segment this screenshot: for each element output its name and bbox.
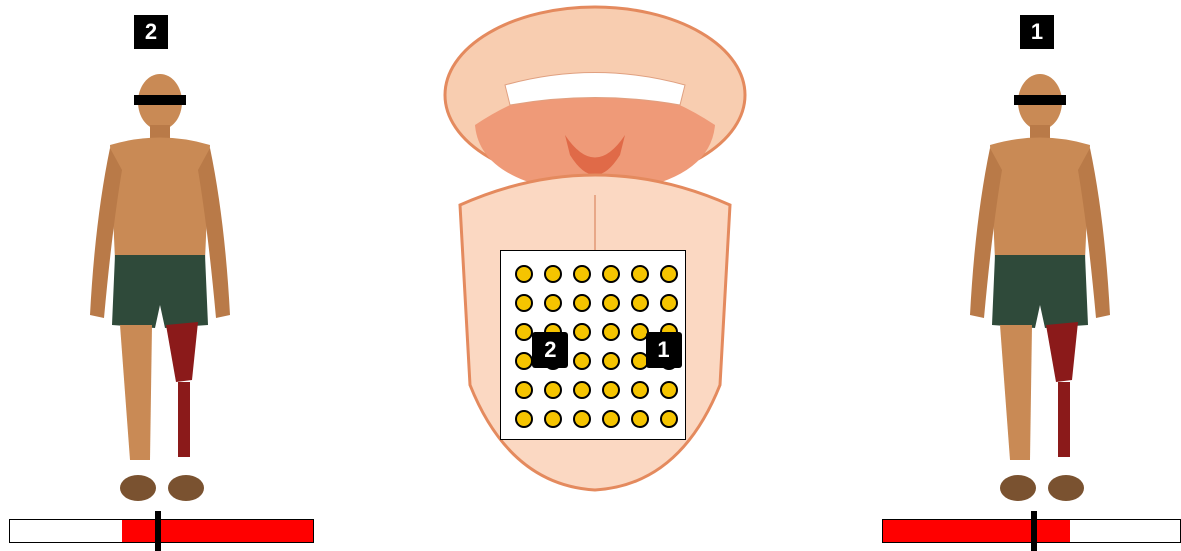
- electrode-dot: [544, 294, 562, 312]
- right-figure-illustration: [960, 70, 1120, 515]
- electrode-dot: [602, 294, 620, 312]
- electrode-dot: [573, 410, 591, 428]
- electrode-dot: [602, 265, 620, 283]
- electrode-dot: [660, 265, 678, 283]
- electrode-dot: [515, 352, 533, 370]
- electrode-dot: [515, 265, 533, 283]
- electrode-dot: [660, 294, 678, 312]
- right-level-fill: [883, 520, 1070, 542]
- electrode-dot: [544, 265, 562, 283]
- electrode-dot: [602, 410, 620, 428]
- electrode-dot: [544, 381, 562, 399]
- right-level-bar: [882, 519, 1181, 543]
- right-figure-label: 1: [1020, 15, 1054, 49]
- person-figure: [90, 74, 230, 501]
- electrode-dot: [602, 352, 620, 370]
- electrode-dot: [515, 323, 533, 341]
- left-level-bar: [9, 519, 314, 543]
- eye-censor-bar: [1014, 95, 1066, 105]
- electrode-dot: [631, 294, 649, 312]
- electrode-dot: [631, 381, 649, 399]
- electrode-dot: [573, 294, 591, 312]
- electrode-dot: [515, 381, 533, 399]
- electrode-dot: [515, 410, 533, 428]
- left-level-marker[interactable]: [155, 511, 161, 551]
- electrode-dot: [660, 381, 678, 399]
- right-level-marker[interactable]: [1031, 511, 1037, 551]
- electrode-dot: [573, 265, 591, 283]
- eye-censor-bar: [134, 95, 186, 105]
- grid-label-1: 1: [646, 332, 682, 368]
- electrode-dot: [515, 294, 533, 312]
- electrode-dot: [544, 410, 562, 428]
- electrode-dot: [573, 381, 591, 399]
- left-figure-illustration: [80, 70, 240, 515]
- electrode-dot: [573, 352, 591, 370]
- electrode-dot: [602, 381, 620, 399]
- electrode-dot: [631, 410, 649, 428]
- electrode-dot: [631, 265, 649, 283]
- electrode-dot: [573, 323, 591, 341]
- left-level-fill: [122, 520, 313, 542]
- electrode-dot: [660, 410, 678, 428]
- grid-label-2: 2: [532, 332, 568, 368]
- left-figure-label: 2: [134, 15, 168, 49]
- person-figure: [970, 74, 1110, 501]
- electrode-dot: [602, 323, 620, 341]
